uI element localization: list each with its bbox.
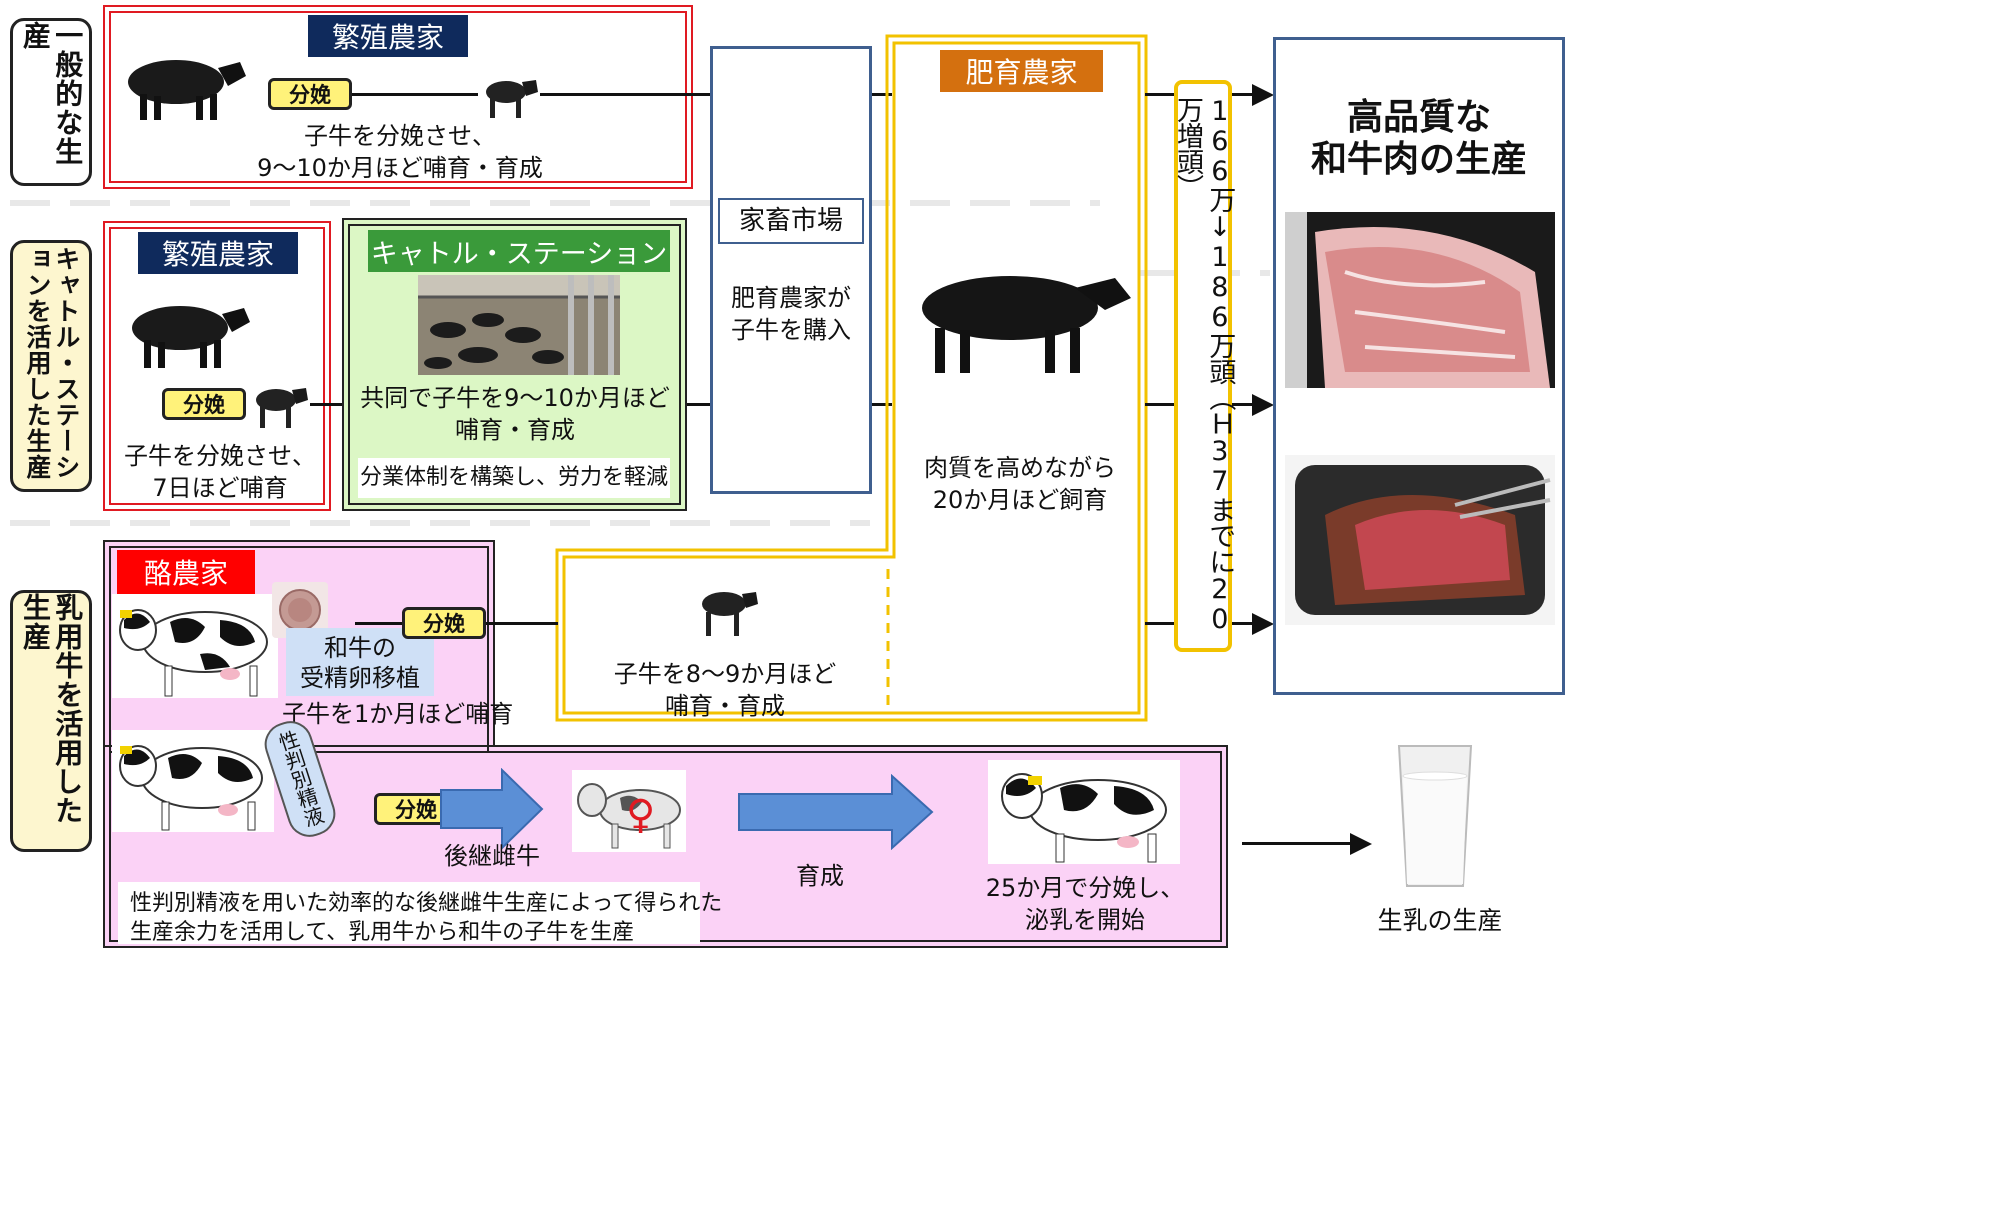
cattle-station-header: キャトル・ステーション	[368, 230, 670, 272]
dairy-note-box	[118, 882, 700, 944]
dairy-box-inner-border-top	[109, 546, 489, 752]
calf-image	[486, 80, 538, 118]
cattle-count-box: 166万↓186万頭（Ｈ37までに20万増頭）	[1172, 80, 1235, 652]
wagyu-result-line2: 和牛肉の生産	[1310, 139, 1527, 180]
station-breeding-header: 繁殖農家	[138, 232, 298, 274]
calving-lactation-line2: 泌乳を開始	[1025, 906, 1145, 934]
female-symbol: ♀	[626, 792, 656, 838]
row-separator	[10, 200, 1100, 206]
wagyu-result-line1: 高品質な	[1346, 97, 1491, 138]
row-label-dairy-text: 乳用牛を活用した生産	[19, 593, 85, 825]
milk-production-label: 生乳の生産	[1377, 906, 1503, 935]
row-label-cattle-station-text: キャトル・ステーションを活用した生産	[23, 246, 81, 480]
general-desc-line1: 子牛を分娩させ、	[304, 122, 496, 150]
calf-image	[256, 388, 308, 428]
flow-line	[1145, 622, 1175, 625]
flow-line	[352, 93, 478, 96]
arrow-head	[1350, 833, 1372, 855]
holstein-cow-image	[112, 594, 278, 698]
flow-arrow	[1242, 842, 1352, 845]
growth-label: 育成	[796, 862, 844, 890]
livestock-market-line2: 子牛を購入	[731, 316, 851, 344]
calf-nursing-note: 子牛を1か月ほど哺育	[282, 700, 514, 728]
row-label-general-text: 一般的な生産	[19, 21, 85, 166]
dairy-farm-header: 酪農家	[117, 550, 255, 594]
calving-badge: 分娩	[268, 78, 352, 110]
general-breeding-box	[103, 5, 693, 189]
marbled-beef-photo	[1285, 212, 1555, 388]
general-desc-line2: 9～10か月ほど哺育・育成	[257, 154, 543, 182]
heifer-label: 後継雌牛	[444, 842, 540, 870]
flow-line	[486, 622, 558, 625]
grilled-beef-photo	[1285, 455, 1555, 625]
cow-image	[132, 306, 250, 368]
dairy-note-line2: 生産余力を活用して、乳用牛から和牛の子牛を生産	[130, 920, 635, 945]
flow-line	[355, 622, 405, 625]
heifer-image	[572, 770, 686, 852]
livestock-market-title: 家畜市場	[718, 198, 864, 244]
row-separator	[10, 520, 870, 526]
arrow-head	[1252, 613, 1274, 635]
station-breeding-desc-line2: 7日ほど哺育	[152, 474, 288, 502]
blue-arrow	[440, 768, 544, 850]
fattening-farm-header: 肥育農家	[940, 50, 1103, 92]
general-breeding-header: 繁殖農家	[308, 15, 468, 57]
arrow-head	[1252, 394, 1274, 416]
embryo-transfer-line2: 受精卵移植	[300, 664, 420, 692]
cattle-station-desc-line2: 哺育・育成	[455, 416, 575, 444]
flow-arrow	[1232, 93, 1254, 96]
flow-arrow	[1232, 403, 1254, 406]
blue-arrow	[738, 774, 934, 850]
station-breeding-box	[103, 221, 331, 511]
embryo-transfer-line1: 和牛の	[324, 634, 396, 662]
holstein-cow-image	[988, 760, 1180, 864]
cattle-station-note: 分業体制を構築し、労力を軽減	[358, 458, 670, 498]
fattening-farm-outline	[555, 34, 1148, 722]
arrow-head	[1252, 84, 1274, 106]
calving-badge: 分娩	[402, 607, 486, 639]
calving-badge: 分娩	[162, 388, 246, 420]
embryo-transfer-box	[286, 628, 434, 696]
row-label-general: 一般的な生産	[10, 18, 92, 186]
calf-rearing-line1: 子牛を8～9か月ほど	[613, 660, 837, 688]
dairy-note-line1: 性判別精液を用いた効率的な後継雌牛生産によって得られた	[130, 891, 723, 916]
fattening-desc-line2: 20か月ほど飼育	[932, 486, 1108, 514]
flow-line	[1145, 403, 1175, 406]
flow-line	[872, 93, 892, 96]
row-label-cattle-station: キャトル・ステーションを活用した生産	[10, 240, 92, 492]
row-label-dairy: 乳用牛を活用した生産	[10, 590, 92, 852]
flow-line	[310, 403, 346, 406]
fattening-desc-line1: 肉質を高めながら	[924, 454, 1116, 482]
cattle-station-photo	[418, 275, 620, 375]
flow-arrow	[1232, 622, 1254, 625]
flow-line	[540, 93, 710, 96]
embryo-image	[272, 582, 328, 638]
calf-image	[702, 592, 758, 636]
cow-image	[128, 60, 246, 120]
flow-line	[1145, 93, 1175, 96]
cattle-count-text: 166万↓186万頭（Ｈ37までに20万増頭）	[1172, 96, 1236, 634]
flow-line	[872, 403, 892, 406]
calving-lactation-line1: 25か月で分娩し、	[985, 874, 1185, 902]
holstein-cow-image	[112, 730, 274, 832]
fattening-cow-image	[922, 276, 1131, 373]
calf-rearing-line2: 哺育・育成	[665, 692, 785, 720]
livestock-market-line1: 肥育農家が	[731, 284, 851, 312]
cattle-station-desc-line1: 共同で子牛を9～10か月ほど	[360, 384, 670, 412]
milk-glass-image	[1397, 745, 1473, 887]
flow-line	[687, 403, 711, 406]
livestock-market-box	[710, 46, 872, 494]
station-breeding-desc-line1: 子牛を分娩させ、	[124, 442, 316, 470]
